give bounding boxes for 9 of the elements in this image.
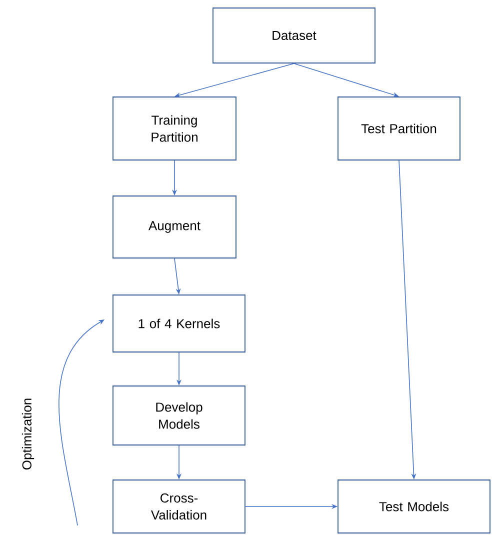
process-box: Training Partition [112, 96, 236, 160]
process-box: Test Models [338, 480, 490, 534]
edge-label: Optimization [20, 396, 36, 472]
process-box: Dataset [212, 8, 376, 64]
process-box: Cross-Validation [112, 480, 246, 534]
process-box: 1 of 4 Kernels [112, 294, 246, 352]
process-box: Test Partition [338, 96, 460, 160]
process-box: Develop Models [112, 386, 246, 446]
process-box: Augment [112, 196, 236, 258]
